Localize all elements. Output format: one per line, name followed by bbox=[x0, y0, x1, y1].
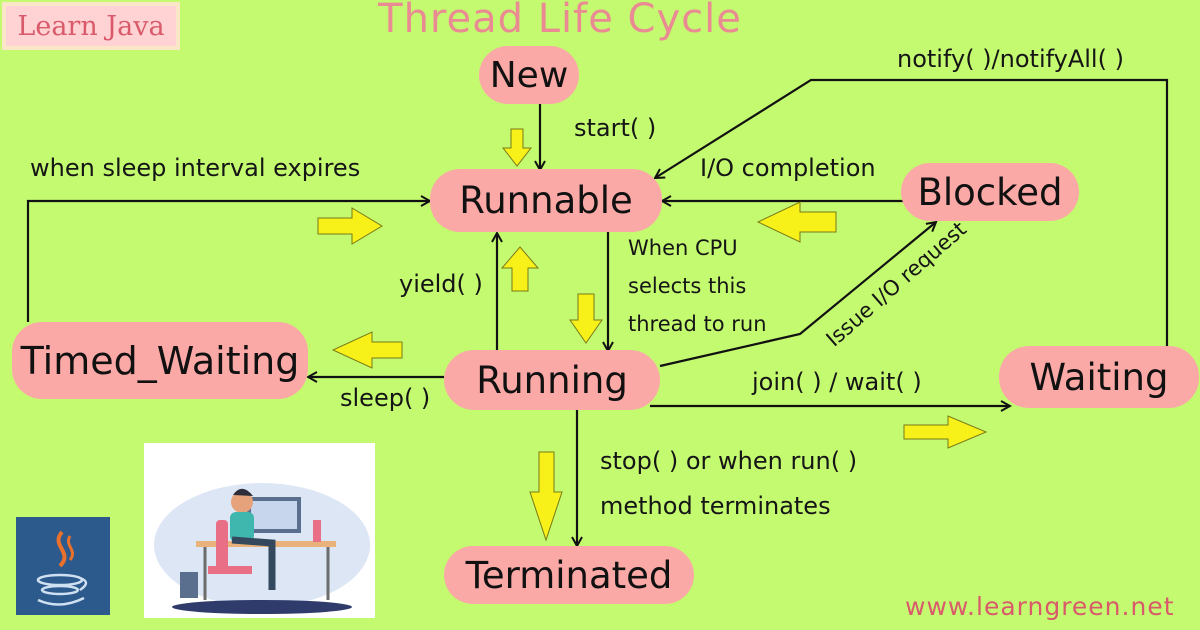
badge-text: Learn Java bbox=[6, 6, 176, 46]
label-cpu-selects-line2: selects this bbox=[628, 274, 747, 298]
diagram-title: Thread Life Cycle bbox=[378, 0, 742, 42]
state-timed-waiting: Timed_Waiting bbox=[12, 322, 308, 399]
state-runnable: Runnable bbox=[430, 169, 662, 232]
label-io-completion: I/O completion bbox=[700, 154, 876, 182]
workspace-illustration bbox=[144, 443, 375, 618]
hint-arrow-sleep-expires bbox=[317, 207, 383, 245]
hint-arrow-yield bbox=[500, 246, 540, 292]
state-terminated: Terminated bbox=[444, 546, 694, 604]
label-sleep-expires: when sleep interval expires bbox=[30, 154, 361, 182]
label-stop-line1: stop( ) or when run( ) bbox=[600, 447, 858, 475]
hint-arrow-start bbox=[501, 128, 533, 167]
state-blocked: Blocked bbox=[901, 163, 1079, 221]
hint-arrow-blocked bbox=[756, 201, 837, 243]
java-logo-icon bbox=[16, 517, 110, 615]
website-url: www.learngreen.net bbox=[905, 592, 1175, 621]
edge-io-request bbox=[659, 222, 936, 368]
label-notify: notify( )/notifyAll( ) bbox=[897, 45, 1124, 73]
label-cpu-selects-line1: When CPU bbox=[628, 236, 738, 260]
label-sleep: sleep( ) bbox=[340, 384, 431, 412]
label-start: start( ) bbox=[574, 114, 657, 142]
label-stop-line2: method terminates bbox=[600, 492, 831, 520]
edge-sleep-expires bbox=[26, 201, 430, 322]
label-join-wait: join( ) / wait( ) bbox=[752, 368, 922, 396]
label-yield: yield( ) bbox=[399, 270, 483, 298]
hint-arrows bbox=[317, 128, 988, 542]
state-running: Running bbox=[444, 350, 660, 410]
state-waiting: Waiting bbox=[999, 346, 1199, 408]
label-cpu-selects-line3: thread to run bbox=[628, 312, 767, 336]
edge-notify bbox=[655, 78, 1169, 348]
hint-arrow-running bbox=[569, 293, 603, 344]
state-new: New bbox=[479, 46, 579, 104]
hint-arrow-terminated bbox=[529, 451, 563, 542]
learn-java-badge: Learn Java bbox=[2, 2, 180, 50]
hint-arrow-timed-waiting bbox=[331, 331, 403, 369]
transition-edges bbox=[26, 78, 1169, 546]
hint-arrow-waiting bbox=[903, 415, 988, 449]
